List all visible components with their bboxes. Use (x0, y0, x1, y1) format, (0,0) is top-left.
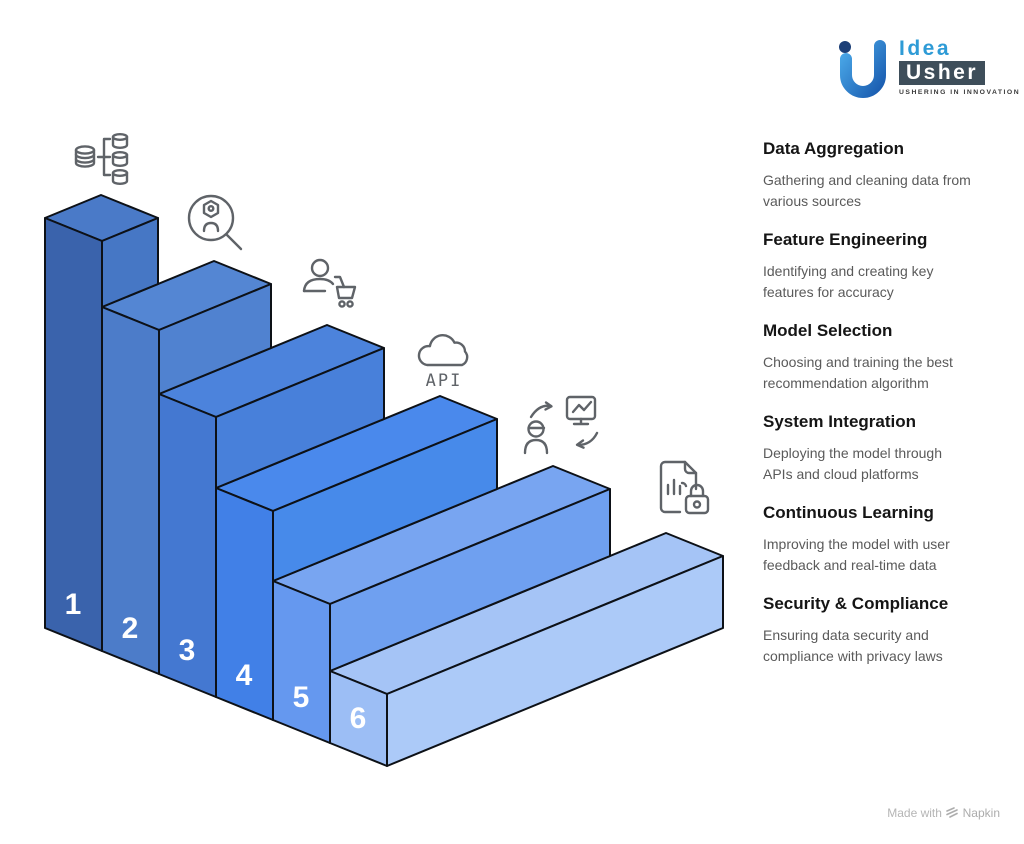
panel-description: Deploying the model through APIs and clo… (763, 443, 1008, 485)
step-1 (44, 194, 159, 652)
panel-description: Ensuring data security and compliance wi… (763, 625, 1008, 667)
step-4 (215, 395, 498, 721)
desc-line: Identifying and creating key (763, 263, 934, 279)
panel-item-system-integration: System Integration Deploying the model t… (763, 412, 1008, 485)
panel-title: System Integration (763, 412, 917, 431)
step-1-number: 1 (65, 588, 82, 621)
cloud-api-icon: API (417, 334, 469, 391)
logo-brand-bottom: Usher (899, 61, 986, 85)
panel-title: Feature Engineering (763, 230, 928, 249)
panel-item-continuous-learning: Continuous Learning Improving the model … (763, 503, 1008, 576)
idea-usher-logo: Idea Usher USHERING IN INNOVATION (836, 38, 1020, 102)
panel-description: Gathering and cleaning data from various… (763, 170, 1008, 212)
document-lock-icon (659, 460, 710, 515)
panel-item-data-aggregation: Data Aggregation Gathering and cleaning … (763, 139, 1008, 212)
desc-line: feedback and real-time data (763, 557, 937, 573)
desc-line: recommendation algorithm (763, 375, 929, 391)
panel-description: Choosing and training the best recommend… (763, 352, 1008, 394)
panel-item-security-compliance: Security & Compliance Ensuring data secu… (763, 594, 1008, 667)
logo-u-icon (839, 40, 886, 98)
step-4-number: 4 (236, 659, 253, 692)
panel-title: Continuous Learning (763, 503, 934, 522)
desc-line: APIs and cloud platforms (763, 466, 919, 482)
panel-title: Data Aggregation (763, 139, 905, 158)
step-5 (272, 465, 611, 744)
step-3-number: 3 (179, 634, 196, 667)
feedback-loop-icon (523, 395, 599, 455)
desc-line: compliance with privacy laws (763, 648, 943, 664)
panel-title: Security & Compliance (763, 594, 949, 613)
step-2 (101, 260, 272, 675)
desc-line: Gathering and cleaning data from (763, 172, 971, 188)
feature-search-icon (187, 194, 243, 251)
step-6 (329, 532, 724, 767)
panel-item-feature-engineering: Feature Engineering Identifying and crea… (763, 230, 1008, 303)
desc-line: features for accuracy (763, 284, 894, 300)
desc-line: Improving the model with user (763, 536, 950, 552)
api-label: API (426, 371, 463, 391)
desc-line: Deploying the model through (763, 445, 943, 461)
made-with-text: Made with (887, 806, 942, 820)
panel-description: Improving the model with user feedback a… (763, 534, 1008, 576)
logo-brand-top: Idea (899, 37, 952, 60)
step-5-front-face (272, 580, 331, 744)
step-6-number: 6 (350, 702, 367, 735)
step-1-front-face (44, 217, 103, 652)
panel-item-model-selection: Model Selection Choosing and training th… (763, 321, 1008, 394)
desc-line: Ensuring data security and (763, 627, 929, 643)
made-with-napkin: Made with Napkin (0, 806, 1000, 820)
panel-title: Model Selection (763, 321, 893, 340)
desc-line: Choosing and training the best (763, 354, 953, 370)
step-2-number: 2 (122, 612, 139, 645)
data-aggregation-icon (74, 133, 129, 185)
desc-line: various sources (763, 193, 862, 209)
step-5-number: 5 (293, 681, 310, 714)
napkin-brand-text: Napkin (962, 806, 1000, 820)
logo-tagline: USHERING IN INNOVATION (899, 89, 1021, 96)
napkin-icon (946, 807, 959, 818)
panel-description: Identifying and creating key features fo… (763, 261, 1008, 303)
person-cart-icon (302, 258, 357, 308)
